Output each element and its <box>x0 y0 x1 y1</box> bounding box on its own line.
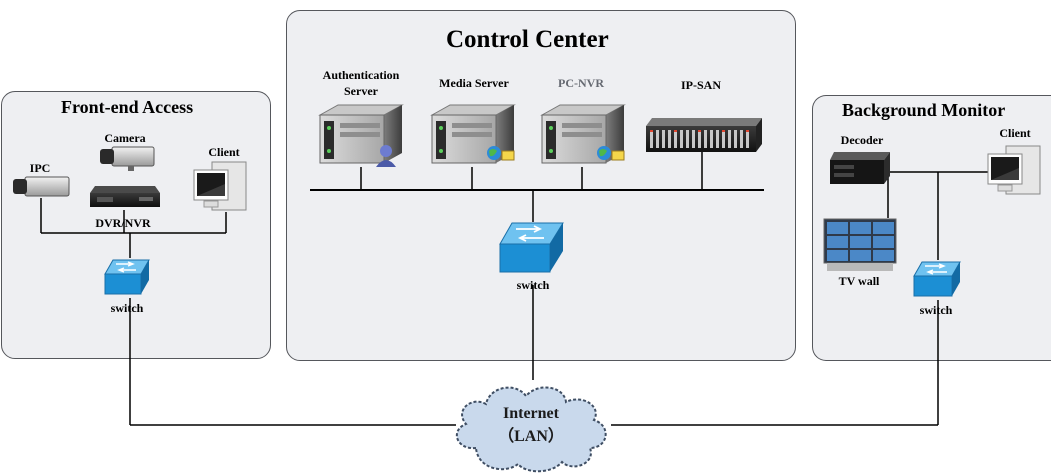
ipc-camera-icon <box>13 176 70 197</box>
dvr-nvr-icon <box>90 186 160 207</box>
ipc-label: IPC <box>29 161 51 175</box>
background-monitor-title: Background Monitor <box>842 100 1006 120</box>
client-computer-icon-background <box>987 145 1041 195</box>
switch-icon-center <box>499 222 564 273</box>
camera-icon <box>100 146 155 171</box>
control-center-panel <box>286 10 796 361</box>
decoder-label: Decoder <box>840 133 884 147</box>
tv-wall-label: TV wall <box>838 274 880 288</box>
tv-wall-icon <box>823 218 897 271</box>
decoder-icon <box>830 152 890 184</box>
client-label-background: Client <box>999 126 1031 140</box>
front-end-access-title: Front-end Access <box>61 97 194 117</box>
camera-label: Camera <box>104 131 146 145</box>
internet-cloud-icon <box>455 386 607 473</box>
switch-icon-front <box>104 259 150 295</box>
switch-icon-background <box>913 261 961 297</box>
pc-nvr-icon <box>540 104 626 164</box>
media-server-icon <box>430 104 516 164</box>
auth-server-label-line2: Server <box>344 84 378 98</box>
ip-san-label: IP-SAN <box>680 78 721 92</box>
switch-label-center: switch <box>516 278 550 292</box>
switch-label-background: switch <box>919 303 953 317</box>
client-computer-icon <box>193 161 247 211</box>
client-label-front: Client <box>208 145 240 159</box>
pc-nvr-label: PC-NVR <box>558 76 604 90</box>
authentication-server-icon <box>318 104 404 167</box>
control-center-title: Control Center <box>446 26 609 53</box>
switch-label-front: switch <box>110 301 144 315</box>
auth-server-label-line1: Authentication <box>322 68 400 82</box>
ip-san-storage-icon <box>646 118 762 152</box>
media-server-label: Media Server <box>439 76 509 90</box>
lan-label: （LAN） <box>498 428 564 445</box>
internet-label: Internet <box>503 405 559 422</box>
dvr-nvr-label: DVR/NVR <box>95 216 151 230</box>
